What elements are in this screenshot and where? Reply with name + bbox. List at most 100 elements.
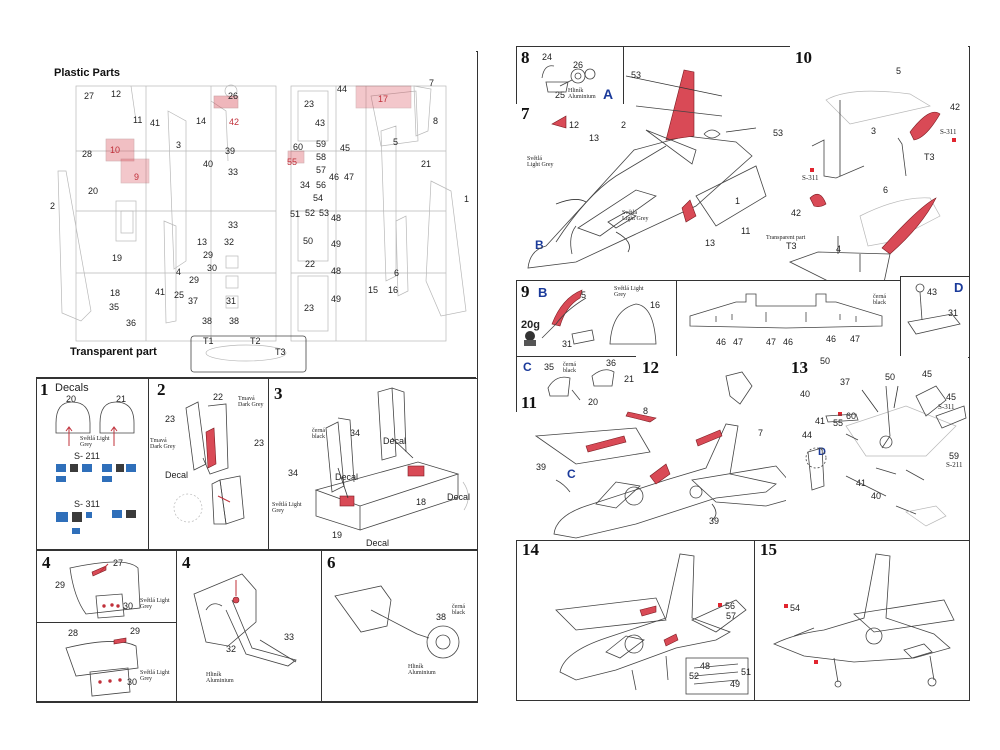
step-7-part-11: 11 [741, 226, 751, 236]
step-9-part-16: 16 [650, 300, 661, 310]
step-8-tag-a: A [603, 86, 614, 102]
step-2-part-23b: 23 [254, 438, 265, 448]
sprue-part-number: 55 [287, 157, 298, 167]
step-3-decal-3: Decal [447, 492, 471, 502]
step-13-part-50b: 50 [885, 372, 896, 382]
step-7-fuselage-diagram [527, 69, 767, 269]
step-2-part-22: 22 [213, 392, 224, 402]
step-1-s211-label: S- 211 [74, 451, 100, 461]
wing-plan-part-number: 47 [850, 334, 861, 344]
step-1-s311-label: S- 311 [74, 499, 100, 509]
step-8-wheel-diagram [541, 65, 596, 93]
sprue-part-number: 17 [378, 94, 389, 104]
step-10-number: 10 [795, 48, 812, 67]
step-4a-part-29: 29 [55, 580, 66, 590]
sprue-part-number: 29 [203, 250, 214, 260]
step-14-part-48: 48 [700, 661, 711, 671]
step-3-decal-4: Decal [366, 538, 390, 548]
sprue-part-number: 45 [340, 143, 351, 153]
sprue-part-number: 8 [433, 116, 439, 126]
sprue-part-number: 41 [155, 287, 166, 297]
sprue-part-number: 39 [225, 146, 236, 156]
sprue-part-number: 14 [196, 116, 207, 126]
sprue-part-number: 48 [331, 266, 342, 276]
sprue-part-number: 18 [110, 288, 121, 298]
sprue-part-number: 35 [109, 302, 120, 312]
step-6-wheel-diagram [334, 585, 460, 659]
sprue-part-number: 34 [300, 180, 311, 190]
wing-plan-part-number: 46 [716, 337, 727, 347]
sprue-part-number: 4 [176, 267, 182, 277]
sprue-part-number: 47 [344, 172, 355, 182]
step-13-part-50a: 50 [820, 356, 831, 366]
step-7-part-53b: 53 [773, 128, 784, 138]
sprue-part-number: 9 [134, 172, 140, 182]
sprue-part-number: 59 [316, 139, 327, 149]
sprue-part-number: 57 [316, 165, 327, 175]
step-14-color-mark [718, 603, 722, 607]
step-15-color-mark-b [814, 660, 818, 664]
sprue-part-number: 38 [202, 316, 213, 326]
step-3-cockpit-diagram [314, 387, 469, 531]
sprue-part-number: 38 [229, 316, 240, 326]
step-1-light-grey-note: Světlá Light Grey [80, 436, 110, 448]
step-11-number: 11 [521, 393, 538, 412]
step-10-part-3: 3 [871, 126, 877, 136]
step-4c-part-33: 33 [284, 632, 295, 642]
sprue-part-number: 12 [111, 89, 122, 99]
step-3-number: 3 [274, 384, 283, 403]
step-6-number: 6 [327, 553, 336, 572]
step-10-s311-color-mark-b [810, 168, 814, 172]
sprue-part-number: 53 [319, 208, 330, 218]
step-8-aluminium-note: Hliník Aluminium [568, 88, 596, 100]
sprue-part-number: 56 [316, 180, 327, 190]
sprue-part-number: 44 [337, 84, 348, 94]
step-9-number: 9 [521, 282, 530, 301]
step-2-number: 2 [157, 380, 166, 399]
plastic-parts-title: Plastic Parts [54, 67, 121, 79]
step-4b-part-28: 28 [68, 628, 79, 638]
step-6-panel [321, 550, 478, 702]
sprue-part-number: 36 [126, 318, 137, 328]
sprue-part-number: 20 [88, 186, 99, 196]
step-2-dark-grey-note-2: Tmavá Dark Grey [150, 438, 176, 450]
step-10-part-6: 6 [883, 185, 889, 195]
step-4b-light-grey-note: Světlá Light Grey [140, 670, 170, 682]
sprue-part-number: 29 [189, 275, 200, 285]
step-13-part-45a: 45 [922, 369, 933, 379]
step-10-part-42a: 42 [950, 102, 961, 112]
sprue-part-number: 33 [228, 167, 239, 177]
step-13-part-40b: 40 [871, 491, 882, 501]
step-9-nose-cone-diagram [524, 289, 657, 346]
step-13-panel [786, 356, 968, 541]
sprue-part-number: 10 [110, 145, 121, 155]
step-14-number: 14 [522, 540, 539, 559]
step-13-part-40a: 40 [800, 389, 811, 399]
step-13-color-mark [838, 412, 842, 416]
sprue-part-number: 32 [224, 237, 235, 247]
step-4a-console-diagram [69, 561, 141, 619]
step-12-part-39a: 39 [536, 462, 547, 472]
step-15-part-54: 54 [790, 603, 801, 613]
step-12-part-8: 8 [643, 406, 649, 416]
step-8-part-26: 26 [573, 60, 584, 70]
sprue-part-number: 22 [305, 259, 316, 269]
step-14-part-57: 57 [726, 611, 737, 621]
step-12-part-7: 7 [758, 428, 764, 438]
step-3-part-18: 18 [416, 497, 427, 507]
sprue-part-number: 51 [290, 209, 301, 219]
sprue-part-number: 49 [331, 239, 342, 249]
step-4c-part-32: 32 [226, 644, 237, 654]
step-15-color-mark-a [784, 604, 788, 608]
step-10-t3-label-b: T3 [786, 241, 797, 251]
step-14-part-49: 49 [730, 679, 741, 689]
sprue-part-number: 46 [329, 172, 340, 182]
step-4b-console-diagram [65, 637, 139, 697]
sprue-part-number: 6 [394, 268, 400, 278]
sprue-part-number: 50 [303, 236, 314, 246]
step-6-part-38: 38 [436, 612, 447, 622]
step-d-part-43: 43 [927, 287, 938, 297]
wing-plan-part-number: 47 [766, 337, 777, 347]
step-3-part-34a: 34 [350, 428, 361, 438]
step-11-panel [516, 356, 638, 414]
